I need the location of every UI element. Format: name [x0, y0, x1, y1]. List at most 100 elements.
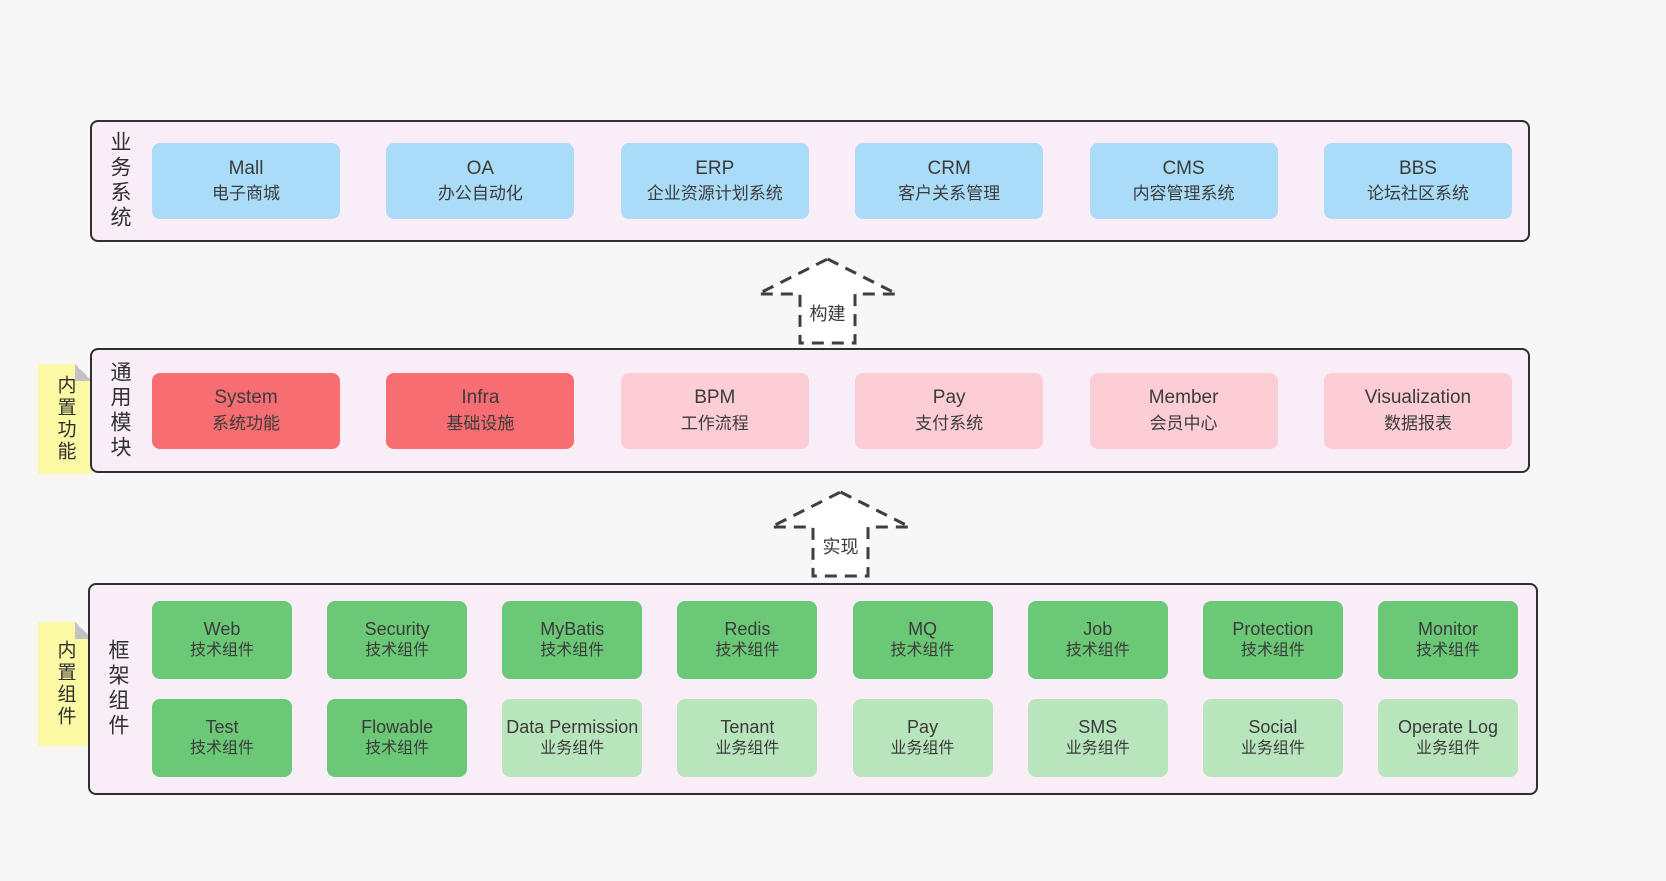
box-web-desc: 技术组件: [189, 642, 254, 660]
sticky-builtin-components-label: 内置组件: [54, 640, 76, 728]
box-operate-log-name: Operate Log: [1397, 716, 1499, 737]
box-security-name: Security: [364, 618, 430, 639]
box-mall: Mall 电子商城: [152, 143, 340, 219]
box-bpm-desc: 工作流程: [680, 413, 749, 433]
tier-business-systems-boxes: Mall 电子商城 OA 办公自动化 ERP 企业资源计划系统 CRM 客户关系…: [152, 143, 1512, 219]
box-crm-desc: 客户关系管理: [898, 184, 1001, 204]
folded-corner-icon: [75, 364, 92, 381]
box-mall-name: Mall: [228, 157, 264, 179]
box-social-name: Social: [1248, 716, 1298, 737]
box-social-desc: 业务组件: [1240, 740, 1305, 758]
box-redis-name: Redis: [724, 618, 771, 639]
box-flowable: Flowable 技术组件: [327, 699, 468, 777]
up-arrow-icon: [757, 257, 898, 345]
box-oa-name: OA: [466, 157, 495, 179]
box-oa: OA 办公自动化: [386, 143, 575, 219]
box-visualization-name: Visualization: [1364, 387, 1472, 409]
box-tenant-desc: 业务组件: [715, 740, 780, 758]
box-mybatis-name: MyBatis: [540, 618, 605, 639]
box-job: Job 技术组件: [1027, 601, 1168, 679]
box-redis-desc: 技术组件: [715, 642, 780, 660]
box-infra-desc: 基础设施: [446, 413, 515, 433]
box-visualization-desc: 数据报表: [1383, 413, 1452, 433]
box-cms-name: CMS: [1162, 157, 1205, 179]
box-bbs: BBS 论坛社区系统: [1323, 143, 1512, 219]
box-redis: Redis 技术组件: [677, 601, 818, 679]
box-visualization: Visualization 数据报表: [1323, 372, 1512, 449]
up-arrow-icon: [770, 490, 911, 578]
box-monitor: Monitor 技术组件: [1377, 601, 1518, 679]
box-flowable-desc: 技术组件: [365, 740, 430, 758]
box-member: Member 会员中心: [1089, 372, 1278, 449]
box-bbs-name: BBS: [1398, 157, 1437, 179]
sticky-builtin-features-label: 内置功能: [54, 375, 76, 463]
tier-common-modules-label: 通用模块: [108, 360, 131, 461]
box-protection-name: Protection: [1232, 618, 1314, 639]
box-erp: ERP 企业资源计划系统: [620, 143, 809, 219]
box-member-desc: 会员中心: [1149, 413, 1218, 433]
folded-corner-icon: [75, 622, 92, 639]
box-operate-log-desc: 业务组件: [1415, 740, 1480, 758]
sticky-note-builtin-features: 内置功能: [38, 364, 92, 474]
tier-common-modules: 通用模块 System 系统功能 Infra 基础设施 BPM 工作流程 Pay…: [90, 348, 1530, 473]
arrow-implement-label: 实现: [823, 537, 859, 557]
box-mq-name: MQ: [908, 618, 938, 639]
box-flowable-name: Flowable: [361, 716, 434, 737]
box-infra-name: Infra: [461, 387, 500, 409]
box-security-desc: 技术组件: [365, 642, 430, 660]
box-security: Security 技术组件: [327, 601, 468, 679]
box-data-permission-desc: 业务组件: [540, 740, 605, 758]
box-protection: Protection 技术组件: [1202, 601, 1343, 679]
box-test-name: Test: [205, 716, 239, 737]
tier-framework-components-boxes: Web 技术组件 Security 技术组件 MyBatis 技术组件 Redi…: [152, 601, 1518, 777]
box-bpm-name: BPM: [694, 387, 736, 409]
tier-framework-components: 框架组件 Web 技术组件 Security 技术组件 MyBatis 技术组件…: [88, 583, 1538, 795]
box-pay-system-desc: 支付系统: [915, 413, 984, 433]
box-pay-system: Pay 支付系统: [855, 372, 1044, 449]
box-data-permission-name: Data Permission: [506, 716, 639, 737]
box-erp-desc: 企业资源计划系统: [646, 184, 783, 204]
arrow-build-label: 构建: [810, 304, 846, 324]
box-pay-component-name: Pay: [907, 716, 939, 737]
box-pay-component-desc: 业务组件: [890, 740, 955, 758]
box-sms: SMS 业务组件: [1027, 699, 1168, 777]
arrow-implement: 实现: [768, 489, 913, 579]
box-infra: Infra 基础设施: [386, 372, 575, 449]
box-pay-component: Pay 业务组件: [852, 699, 993, 777]
box-monitor-desc: 技术组件: [1415, 642, 1480, 660]
arrow-build: 构建: [755, 256, 900, 346]
box-cms: CMS 内容管理系统: [1089, 143, 1278, 219]
box-erp-name: ERP: [695, 157, 735, 179]
box-bbs-desc: 论坛社区系统: [1366, 184, 1469, 204]
box-oa-desc: 办公自动化: [437, 184, 523, 204]
box-cms-desc: 内容管理系统: [1132, 184, 1235, 204]
box-system-name: System: [214, 387, 278, 409]
box-job-desc: 技术组件: [1065, 642, 1130, 660]
box-sms-desc: 业务组件: [1065, 740, 1130, 758]
box-mybatis-desc: 技术组件: [540, 642, 605, 660]
box-pay-system-name: Pay: [932, 387, 966, 409]
box-sms-name: SMS: [1078, 716, 1118, 737]
tier-framework-components-label: 框架组件: [106, 639, 129, 739]
box-mall-desc: 电子商城: [212, 184, 280, 204]
box-crm: CRM 客户关系管理: [855, 143, 1044, 219]
box-test: Test 技术组件: [152, 699, 292, 777]
box-social: Social 业务组件: [1202, 699, 1343, 777]
box-web-name: Web: [203, 618, 241, 639]
box-crm-name: CRM: [927, 157, 971, 179]
box-job-name: Job: [1083, 618, 1113, 639]
tier-business-systems-label: 业务系统: [108, 131, 131, 231]
box-bpm: BPM 工作流程: [620, 372, 809, 449]
box-test-desc: 技术组件: [189, 740, 254, 758]
tier-business-systems: 业务系统 Mall 电子商城 OA 办公自动化 ERP 企业资源计划系统 CRM…: [90, 120, 1530, 242]
box-web: Web 技术组件: [152, 601, 292, 679]
box-mq: MQ 技术组件: [852, 601, 993, 679]
box-tenant: Tenant 业务组件: [677, 699, 818, 777]
box-tenant-name: Tenant: [720, 716, 775, 737]
box-operate-log: Operate Log 业务组件: [1377, 699, 1518, 777]
box-system-desc: 系统功能: [212, 413, 280, 433]
box-data-permission: Data Permission 业务组件: [502, 699, 643, 777]
box-protection-desc: 技术组件: [1240, 642, 1305, 660]
box-member-name: Member: [1148, 387, 1219, 409]
